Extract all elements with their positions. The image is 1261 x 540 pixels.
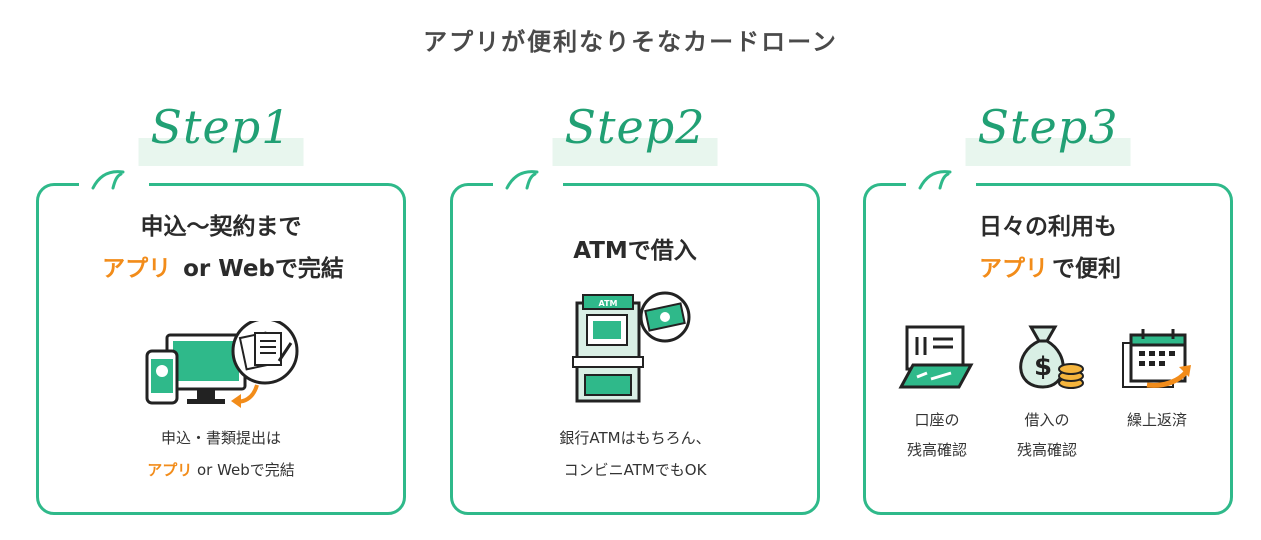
step-1-caption: 申込・書類提出は アプリ or Webで完結 [147, 429, 295, 479]
step-1: Step1 申込～契約まで アプリ or Webで完結 [35, 92, 407, 522]
step-label-2: Step2 [552, 96, 718, 166]
step-label-1: Step1 [138, 96, 304, 166]
svg-text:ATM: ATM [599, 299, 618, 308]
step-card-1: 申込～契約まで アプリ or Webで完結 [36, 170, 406, 515]
feature-early-repayment: 繰上返済 [1112, 321, 1202, 435]
feature-account-balance: 口座の 残高確認 [892, 321, 982, 465]
step-2: Step2 ATMで借入 ATM 銀行ATMはもちろん、 コンビニATMでもOK [449, 92, 821, 522]
step-3-heading: 日々の利用も アプリで便利 [866, 206, 1230, 290]
atm-icon: ATM [572, 291, 691, 403]
app-web-documents-icon [145, 321, 299, 408]
svg-text:$: $ [1034, 352, 1052, 382]
hook-decoration-icon [918, 170, 952, 190]
step-card-3: 日々の利用も アプリで便利 口座の 残高確認 [863, 170, 1233, 515]
hook-decoration-icon [505, 170, 539, 190]
step-card-2: ATMで借入 ATM 銀行ATMはもちろん、 コンビニATMでもOK [450, 170, 820, 515]
money-bag-icon: $ [1019, 325, 1084, 389]
heading-highlight: アプリ [975, 248, 1052, 290]
passbook-icon [898, 325, 974, 389]
step-2-heading: ATMで借入 [573, 238, 697, 264]
step-2-caption: 銀行ATMはもちろん、 コンビニATMでもOK [559, 429, 711, 479]
feature-loan-balance: $ 借入の 残高確認 [1002, 321, 1092, 465]
step-1-heading: 申込～契約まで アプリ or Webで完結 [39, 206, 403, 290]
page-title: アプリが便利なりそなカードローン [423, 28, 838, 56]
hook-decoration-icon [91, 170, 125, 190]
calendar-repay-icon [1122, 329, 1191, 388]
step-label-3: Step3 [965, 96, 1131, 166]
heading-highlight: アプリ [98, 248, 176, 290]
step-3: Step3 日々の利用も アプリで便利 [862, 92, 1234, 522]
